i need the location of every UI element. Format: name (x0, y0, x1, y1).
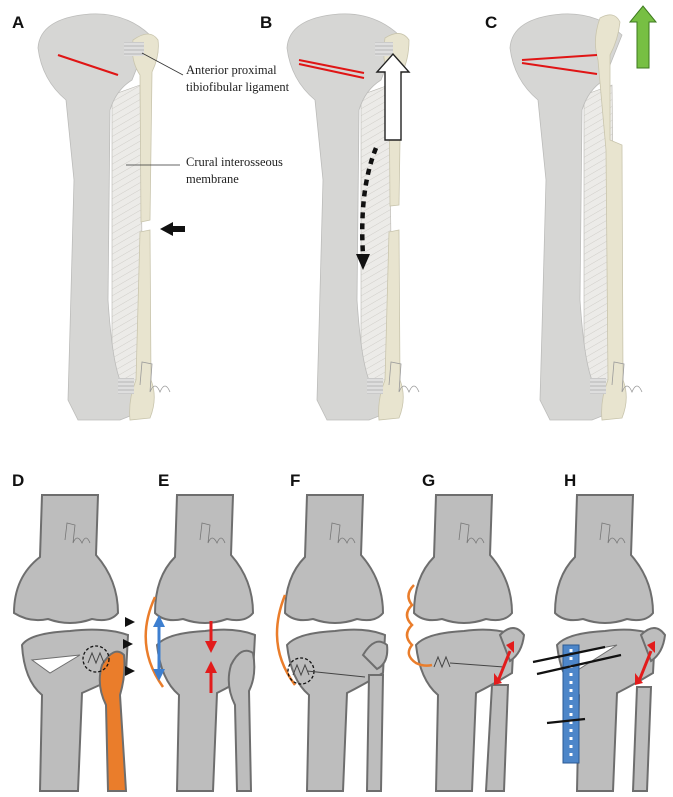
ligament-label-line-2: tibiofibular ligament (186, 80, 290, 94)
panel-e-illustration (146, 495, 255, 791)
fibula-orange (100, 652, 126, 791)
panel-h-illustration (533, 495, 665, 791)
panel-b-illustration (287, 14, 419, 420)
panel-g-illustration (407, 495, 524, 791)
panel-a-illustration (38, 14, 185, 420)
panel-letter-a: A (12, 13, 24, 32)
panel-f-illustration (277, 495, 387, 791)
femur-bone (285, 495, 383, 623)
fibula-shaft (486, 685, 508, 791)
femur-bone (414, 495, 512, 623)
arrowhead-marker-icon (125, 666, 135, 676)
panel-letter-b: B (260, 13, 272, 32)
fibula-shaft (367, 675, 383, 791)
femur-bone (555, 495, 653, 623)
panel-c-illustration (510, 6, 656, 420)
ligament-hatch (375, 42, 393, 56)
panel-letter-f: F (290, 471, 300, 490)
panel-d-illustration (14, 495, 135, 791)
panel-letter-c: C (485, 13, 497, 32)
femur-bone (155, 495, 253, 623)
ankle-ligament-hatch (590, 378, 606, 394)
panel-letter-e: E (158, 471, 169, 490)
left-arrow-icon (160, 222, 185, 236)
ligament-hatch (124, 42, 144, 56)
fibula-shaft (633, 687, 651, 791)
ligament-label-line-1: Anterior proximal (186, 63, 277, 77)
panel-letter-d: D (12, 471, 24, 490)
ankle-ligament-hatch (118, 378, 134, 394)
ankle-ligament-hatch (367, 378, 383, 394)
membrane-label-line-1: Crural interosseous (186, 155, 283, 169)
arrowhead-marker-icon (125, 617, 135, 627)
panel-letter-g: G (422, 471, 435, 490)
up-arrow-icon (630, 6, 656, 68)
fibula-bone (229, 651, 255, 791)
panel-letter-h: H (564, 471, 576, 490)
femur-bone (14, 495, 118, 623)
membrane-label-line-2: membrane (186, 172, 239, 186)
